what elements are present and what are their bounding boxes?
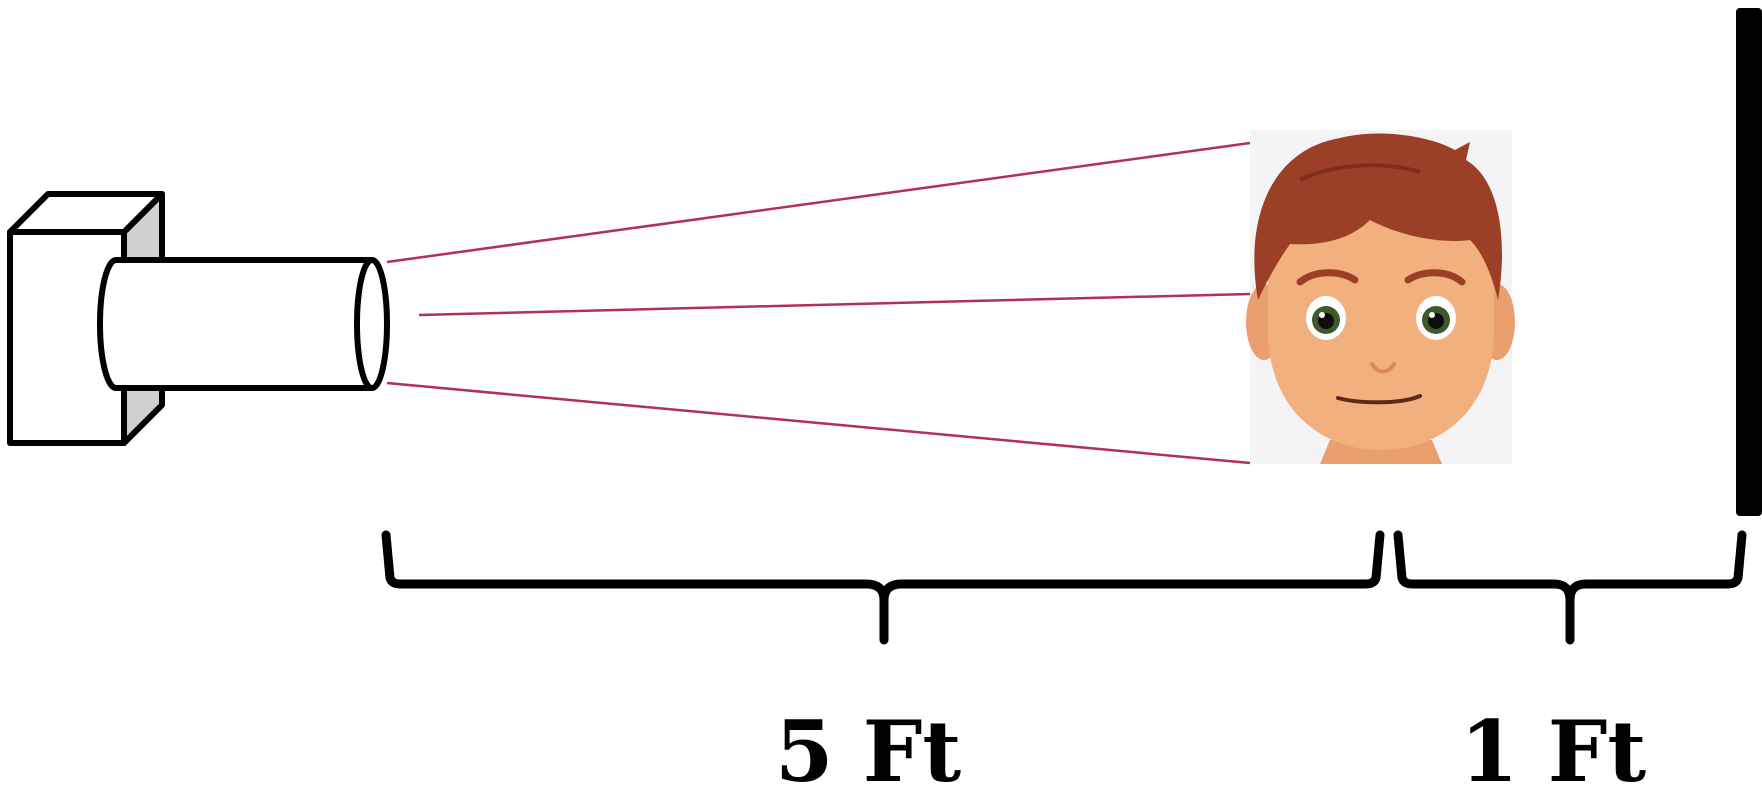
sight-line-bottom [386,381,1251,465]
face-mouth [1336,394,1422,405]
camera-lens-barrel [97,257,375,391]
face-eyebrow-left [1296,269,1359,286]
face-skin [1268,195,1494,450]
distance-label-5ft: 5 Ft [775,702,962,801]
brace-1ft [1393,530,1747,645]
wall [1736,8,1762,516]
sight-line-top [386,141,1251,264]
camera-icon [7,191,390,446]
face-icon [1246,130,1515,464]
sight-lines [386,141,1251,465]
face-nose [1370,362,1396,374]
face-eyebrow-right [1404,269,1466,286]
brace-5ft [381,530,1385,645]
distance-label-1ft: 1 Ft [1460,702,1647,801]
distance-braces [381,530,1747,645]
sight-line-middle [418,292,1251,317]
camera-lens-front [354,257,390,391]
